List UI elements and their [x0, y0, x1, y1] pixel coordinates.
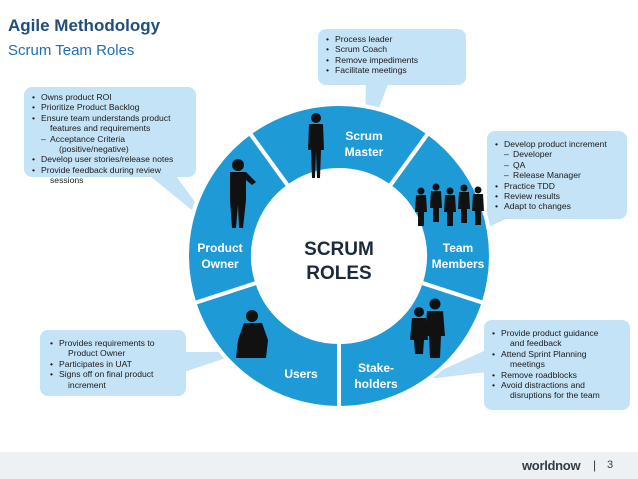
callout-sub-bullet: QA — [495, 160, 619, 171]
callout-bullet: Develop product increment — [495, 139, 619, 150]
center-title-line1: SCRUM — [304, 239, 374, 260]
page-number: 3 — [607, 459, 614, 471]
callout-bullet-continuation: disruptions for the team — [510, 390, 600, 401]
product-owner-label-line2: Owner — [201, 257, 239, 271]
callout-bullet: Review results — [495, 191, 619, 202]
callout-bullet: Avoid distractions and — [492, 380, 622, 391]
callout-sub-bullet: Developer — [495, 149, 619, 160]
callout-bullet: Provide feedback during review — [32, 165, 188, 176]
users-label-line1: Users — [284, 367, 318, 381]
scrum-master-callout: Process leader Scrum Coach Remove impedi… — [318, 29, 466, 85]
callout-bullet-continuation: Product Owner — [68, 348, 126, 359]
callout-bullet-continuation: (positive/negative) — [59, 144, 129, 155]
footer-bar: worldnow | 3 — [0, 452, 638, 479]
callout-bullet: Provide product guidance — [492, 328, 622, 339]
scrum-master-label-line1: Scrum — [345, 129, 383, 143]
product-owner-silhouette-icon — [230, 159, 256, 228]
scrum-master-label: Scrum Master — [336, 128, 392, 160]
team-members-label-line1: Team — [442, 241, 474, 255]
stakeholders-label-line1: Stake- — [357, 361, 395, 375]
callout-bullet: Practice TDD — [495, 181, 619, 192]
callout-bullet-continuation: meetings — [510, 359, 545, 370]
team-members-silhouette-icon — [415, 183, 484, 226]
team-members-label: Team Members — [426, 240, 490, 272]
callout-bullet: Remove impediments — [326, 55, 458, 66]
callout-bullet: Scrum Coach — [326, 44, 458, 55]
center-title-line2: ROLES — [306, 263, 372, 284]
slide-title: Agile Methodology — [8, 16, 161, 35]
product-owner-label-line1: Product — [197, 241, 243, 255]
callout-bullet-continuation: and feedback — [510, 338, 562, 349]
stakeholders-silhouette-icon — [410, 298, 445, 358]
slide-subtitle: Scrum Team Roles — [8, 42, 135, 59]
worldnow-logo: worldnow — [522, 458, 581, 473]
callout-bullet: Process leader — [326, 34, 458, 45]
callout-bullet: Provides requirements to — [50, 338, 176, 349]
team-members-callout: Develop product increment Developer QA R… — [487, 131, 627, 219]
callout-sub-bullet: Release Manager — [495, 170, 619, 181]
stakeholders-label: Stake- holders — [348, 360, 404, 392]
callout-bullet: Ensure team understands product — [32, 113, 188, 124]
center-circle — [253, 170, 425, 342]
product-owner-callout: Owns product ROI Prioritize Product Back… — [24, 87, 196, 185]
callout-bullet: Attend Sprint Planning — [492, 349, 622, 360]
users-callout: Provides requirements to Product Owner P… — [40, 330, 186, 396]
callout-bullet: Remove roadblocks — [492, 370, 622, 381]
footer-separator: | — [593, 458, 597, 472]
callout-bullet-continuation: sessions — [50, 175, 84, 186]
callout-bullet-continuation: increment — [68, 379, 106, 390]
team-members-label-line2: Members — [431, 257, 485, 271]
center-title: SCRUM ROLES — [284, 238, 394, 286]
users-silhouette-icon — [236, 310, 268, 358]
callout-sub-bullet: Acceptance Criteria — [32, 134, 188, 145]
callout-bullet: Adapt to changes — [495, 201, 619, 212]
callout-bullet: Prioritize Product Backlog — [32, 102, 188, 113]
scrum-master-silhouette-icon — [308, 113, 324, 178]
scrum-master-label-line2: Master — [344, 145, 384, 159]
callout-bullet: Signs off on final product — [50, 369, 176, 380]
stakeholders-callout: Provide product guidance and feedback At… — [484, 320, 630, 410]
callout-bullet: Develop user stories/release notes — [32, 154, 188, 165]
users-label: Users — [278, 366, 324, 382]
callout-bullet: Facilitate meetings — [326, 65, 458, 76]
product-owner-label: Product Owner — [190, 240, 250, 272]
callout-bullet-continuation: features and requirements — [50, 123, 151, 134]
callout-bullet: Owns product ROI — [32, 92, 188, 103]
stakeholders-label-line2: holders — [354, 377, 398, 391]
callout-bullet: Participates in UAT — [50, 359, 176, 370]
